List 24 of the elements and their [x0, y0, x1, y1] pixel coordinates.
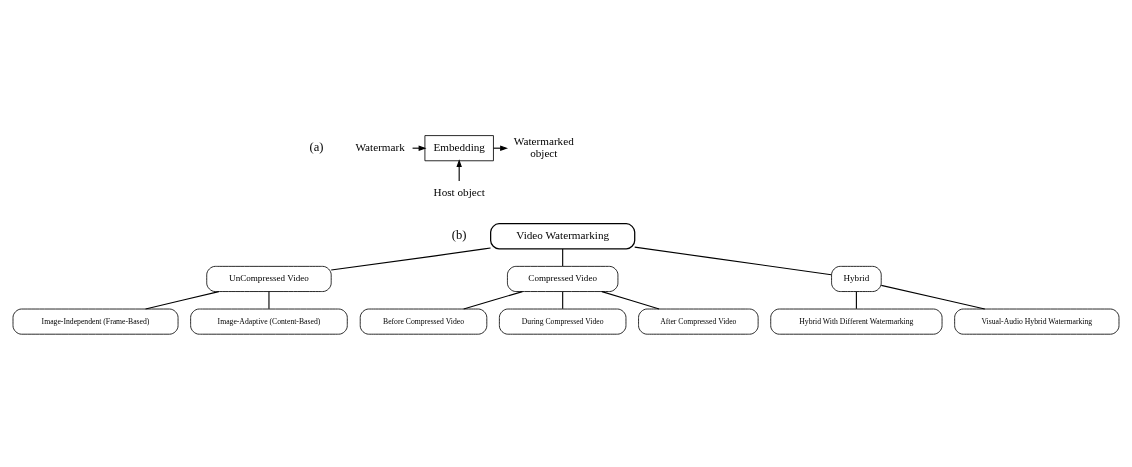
node-box: UnCompressed Video [206, 265, 332, 292]
connector [330, 247, 492, 271]
node-box: Embedding [424, 135, 494, 162]
node-box: Hybrid [831, 265, 882, 292]
node-box: Compressed Video [507, 265, 619, 292]
connector [601, 291, 660, 310]
connector [634, 246, 832, 276]
node-box: Before Compressed Video [359, 308, 488, 335]
connector [463, 291, 523, 310]
node-box: During Compressed Video [498, 308, 627, 335]
connector [880, 284, 986, 310]
node-box: Image-Independent (Frame-Based) [12, 308, 179, 335]
node-box: Image-Adaptive (Content-Based) [190, 308, 348, 335]
node-box: Video Watermarking [490, 223, 636, 250]
label: (a) [309, 140, 324, 155]
node-box: Hybrid With Different Watermarking [770, 308, 943, 335]
label: (b) [451, 228, 467, 243]
connector [268, 291, 270, 310]
node-text: Watermarked object [513, 134, 574, 160]
node-box: Visual-Audio Hybrid Watermarking [954, 308, 1120, 335]
node-text: Watermark [355, 140, 405, 153]
connector [145, 291, 220, 310]
node-box: After Compressed Video [638, 308, 759, 335]
node-text: Host object [433, 186, 485, 199]
